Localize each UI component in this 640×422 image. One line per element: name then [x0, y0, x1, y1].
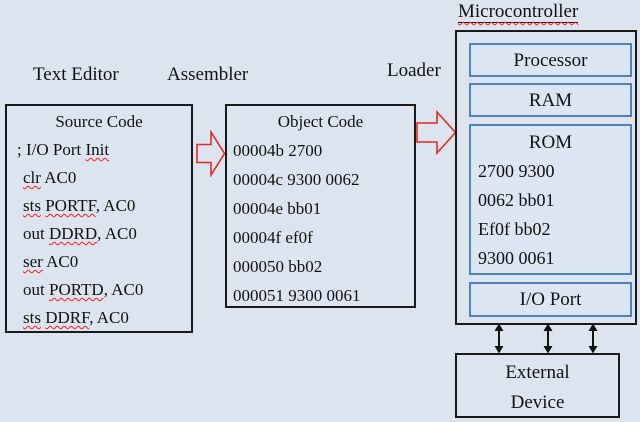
- rom-line: 9300 0061: [478, 248, 555, 268]
- object-code-line: 00004c 9300 0062: [233, 170, 360, 189]
- processor-label: Processor: [513, 50, 588, 71]
- object-code-line: 00004f ef0f: [233, 228, 313, 247]
- text-editor-label: Text Editor: [33, 64, 119, 85]
- external-device-label-line1: External: [505, 362, 570, 383]
- object-code-line: 00004e bb01: [233, 199, 322, 218]
- source-code-line: sts PORTF, AC0: [23, 196, 136, 215]
- source-code-line: clr AC0: [23, 168, 77, 187]
- loader-arrow-icon: [416, 110, 457, 155]
- external-device-box: External Device: [455, 353, 620, 418]
- source-code-title: Source Code: [55, 112, 143, 131]
- ram-box: RAM: [469, 83, 632, 117]
- loader-label: Loader: [387, 60, 441, 81]
- ram-label: RAM: [528, 90, 573, 111]
- assembler-label: Assembler: [167, 64, 249, 85]
- external-device-label-line2: Device: [510, 392, 565, 413]
- object-code-title: Object Code: [277, 112, 364, 131]
- io-port-label: I/O Port: [519, 289, 582, 310]
- processor-box: Processor: [469, 43, 632, 77]
- rom-title: ROM: [528, 132, 573, 153]
- rom-line: 2700 9300: [478, 161, 555, 181]
- rom-line: Ef0f bb02: [478, 219, 551, 239]
- source-code-box: Source Code ; I/O Port Init clr AC0 sts …: [5, 104, 193, 333]
- source-code-line: sts DDRF, AC0: [23, 308, 129, 327]
- source-code-line: ; I/O Port Init: [17, 140, 110, 159]
- io-bus-arrows-icon: [494, 323, 598, 354]
- io-port-box: I/O Port: [469, 282, 632, 317]
- assembler-arrow-icon: [196, 130, 226, 177]
- object-code-line: 000050 bb02: [233, 257, 323, 276]
- microcontroller-label: Microcontroller: [458, 1, 579, 23]
- object-code-box: Object Code 00004b 2700 00004c 9300 0062…: [225, 104, 416, 308]
- source-code-line: out PORTD, AC0: [23, 280, 144, 299]
- microcontroller-label-text: Microcontroller: [458, 1, 579, 23]
- object-code-line: 000051 9300 0061: [233, 286, 361, 305]
- rom-box: ROM 2700 9300 0062 bb01 Ef0f bb02 9300 0…: [469, 124, 632, 275]
- object-code-line: 00004b 2700: [233, 141, 323, 160]
- source-code-line: ser AC0: [23, 252, 79, 271]
- microcontroller-box: Processor RAM ROM 2700 9300 0062 bb01 Ef…: [455, 30, 637, 325]
- source-code-line: out DDRD, AC0: [23, 224, 137, 243]
- rom-line: 0062 bb01: [478, 190, 555, 210]
